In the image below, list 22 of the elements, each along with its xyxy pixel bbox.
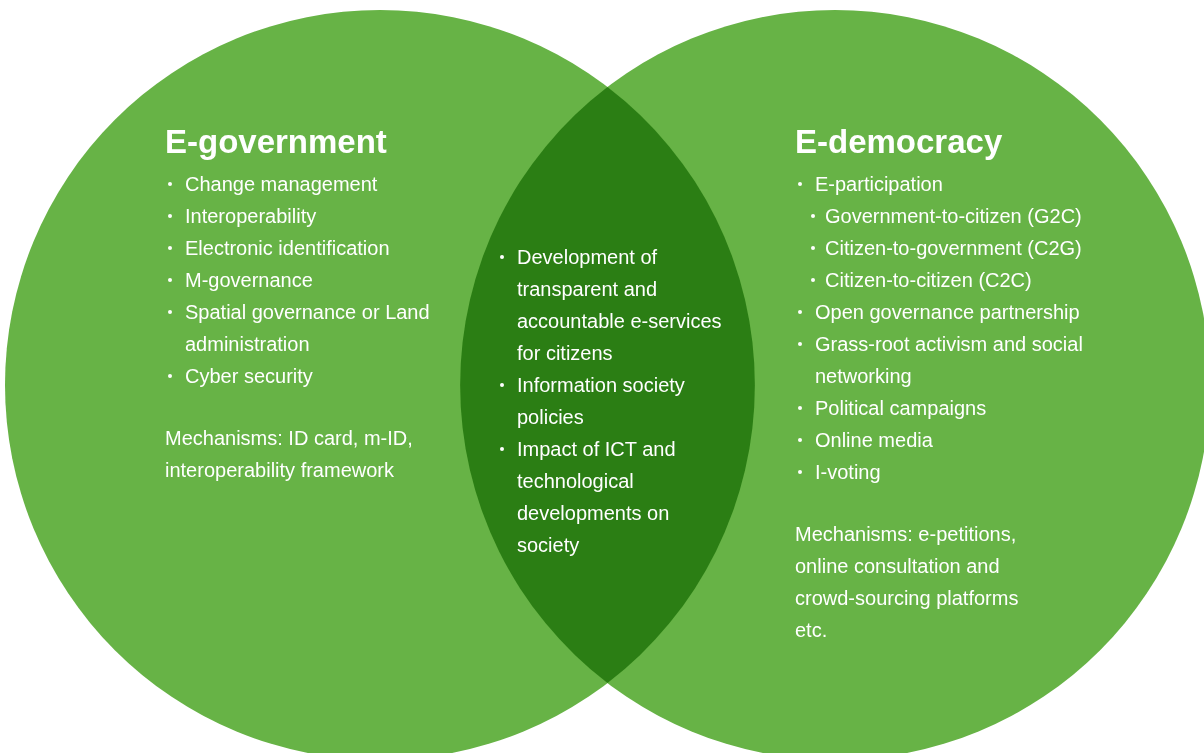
circle-heading: E-democracy — [795, 122, 1004, 162]
bullet-item: Information society policies — [517, 373, 686, 430]
circle-heading: E-government — [165, 122, 388, 162]
mechanisms-note: Mechanisms: e-petitions, online consultation and crowd-sourcing platforms etc. — [795, 522, 1020, 643]
bullet-item: Grass-root activism and social networking — [815, 332, 1084, 389]
bullet-item: Development of transparent and accountable e-services for citizens — [517, 245, 722, 366]
bullet-item: E-participation — [815, 172, 944, 197]
bullet-item: Interoperability — [185, 204, 318, 229]
bullet-item: Political campaigns — [815, 396, 988, 421]
bullet-item: Online media — [815, 428, 934, 453]
bullet-item: Spatial governance or Land administration — [185, 300, 431, 357]
bullet-item: Cyber security — [185, 364, 314, 389]
bullet-item: Open governance partnership — [815, 300, 1081, 325]
bullet-item: Change management — [185, 172, 379, 197]
mechanisms-note: Mechanisms: ID card, m-ID, interoperability framework — [165, 426, 414, 483]
bullet-item: Impact of ICT and technological developments on society — [517, 437, 677, 558]
bullet-item: Electronic identification — [185, 236, 391, 261]
bullet-item: I-voting — [815, 460, 882, 485]
sub-bullet-item: Government-to-citizen (G2C) — [825, 204, 1083, 229]
bullet-item: M-governance — [185, 268, 314, 293]
sub-bullet-item: Citizen-to-government (C2G) — [825, 236, 1083, 261]
sub-bullet-item: Citizen-to-citizen (C2C) — [825, 268, 1033, 293]
